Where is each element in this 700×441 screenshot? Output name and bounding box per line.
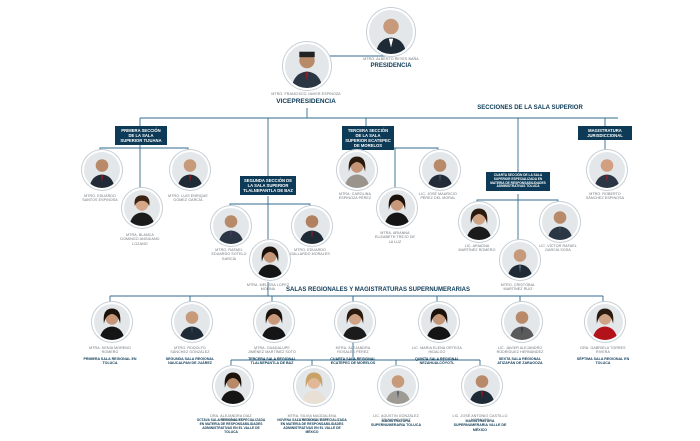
secciones-heading: SECCIONES DE LA SALA SUPERIOR — [477, 105, 583, 111]
member-photo — [172, 302, 212, 342]
member-photo — [337, 150, 377, 190]
sala-name: TERCERA SALA REGIONAL TLALNEPANTLA DE BA… — [248, 357, 296, 366]
member-name: MTRO. RODOLFO SÁNCHEZ GONZÁLEZ — [170, 346, 210, 355]
member-name: LIC. AGUSTIN GONZÁLEZ TRINIDAD CRUZ — [373, 414, 419, 423]
member-photo — [213, 366, 253, 406]
member-name: MTRO. EDUARDO GALLARDO MORALES — [290, 248, 330, 257]
member-name: MTRA. SILVIA MAGDALENA GONZÁLEZ RUIZ — [287, 414, 337, 423]
member-photo — [170, 150, 210, 190]
president-name: MTRO. ALBERTO REYES BAÑA — [363, 57, 419, 61]
member-name: MTRO. RAFAEL EDUARDO SOTELO GARCÍA — [211, 248, 247, 261]
vicepresident-photo — [283, 42, 331, 90]
primera-seccion-box: PRIMERA SECCIÓN DE LA SALA SUPERIOR TIJU… — [115, 126, 167, 145]
member-photo — [459, 202, 499, 242]
member-photo — [82, 150, 122, 190]
member-photo — [378, 366, 418, 406]
member-name: MTRO. LUIS ENRIQUE GÓMEZ GARCÍA — [168, 194, 208, 203]
sala-name: PRIMERA SALA REGIONAL EN TOLUCA — [83, 357, 137, 366]
member-photo — [211, 206, 251, 246]
member-photo — [540, 202, 580, 242]
member-photo — [122, 188, 162, 228]
vicepresident-name: MTRO. FRANCISCO JAVIER ESPINOZA — [271, 92, 341, 96]
member-name: MTRA. ALEJANDRA ROSALES PÉREZ — [335, 346, 371, 355]
member-name: MTRA. MELISSA LOPEZ MOLINA — [246, 283, 290, 292]
member-photo — [254, 302, 294, 342]
member-name: DRA. GABRIELA TORRES RIVERA — [580, 346, 626, 355]
member-name: DRA. ALEJANDRA DIAZ HERNÁNDEZ — [210, 414, 252, 423]
member-name: LIC. ARIADNA MARTÍNEZ ROMERO — [458, 244, 496, 253]
cuarta-seccion-box: CUARTA SECCIÓN DE LA SALA SUPERIOR ESPEC… — [486, 172, 550, 192]
member-photo — [92, 302, 132, 342]
member-photo — [377, 188, 417, 228]
member-photo — [292, 206, 332, 246]
sala-name: MAGISTRATURA SUPERNUMERARIA TOLUCA — [370, 419, 422, 428]
salas-regionales-heading: SALAS REGIONALES Y MAGISTRATURAS SUPERNU… — [285, 287, 471, 293]
member-photo — [294, 366, 334, 406]
member-photo — [585, 302, 625, 342]
sala-name: QUINTA SALA REGIONAL NEZAHUALCÓYOTL — [415, 357, 459, 366]
member-photo — [419, 302, 459, 342]
tercera-seccion-box: TERCERA SECCIÓN DE LA SALA SUPERIOR ECAT… — [342, 126, 394, 150]
sala-name: SEXTA SALA REGIONAL ATIZAPÁN DE ZARAGOZA — [497, 357, 543, 366]
sala-name: SÉPTIMA SALA REGIONAL EN TOLUCA — [576, 357, 630, 366]
member-photo — [250, 240, 290, 280]
member-name: LIC. JOSÉ ANTONIO CASTILLO MORALES — [452, 414, 508, 423]
member-name: MTRA. BLANCA DOMINGO ANGUIANO LOZANO — [120, 233, 160, 246]
magistratura-jurisdiccional-box: MAGISTRATURA JURISDICCIONAL — [578, 126, 632, 140]
segunda-seccion-box: SEGUNDA SECCIÓN DE LA SALA SUPERIOR TLAL… — [240, 176, 296, 195]
presidencia-heading: PRESIDENCIA — [370, 63, 412, 69]
member-name: MTRA. ARIANNA ELIZABETH TREJO DE LA LUZ — [374, 231, 416, 244]
member-name: MTRO. EDUARDO SANTOS ESPINOSA — [82, 194, 118, 203]
member-name: MTRA. KENIA MORENO ROMERO — [89, 346, 131, 355]
member-name: MTRA. GUADALUPE JIMÉNEZ MARTÍNEZ SOTO — [248, 346, 296, 355]
member-name: LIC. MARIA ELENA ORTEGA HIDALGO — [412, 346, 462, 355]
member-name: MTRO. ROBERTO SÁNCHEZ ESPINOSA — [585, 192, 625, 201]
member-name: LIC. VÍCTOR RAFAEL GARCÍA SOSA — [539, 244, 577, 253]
sala-name: CUARTA SALA REGIONAL ECATEPEC DE MORELOS — [330, 357, 376, 366]
member-photo — [587, 150, 627, 190]
member-name: LIC. JOSÉ MAURICIO PÉREZ DEL MORAL — [419, 192, 457, 201]
member-name: LIC. JAVIER ALEJANDRO RODRÍGUEZ HERNÁNDE… — [496, 346, 544, 355]
member-photo — [335, 302, 375, 342]
member-photo — [420, 150, 460, 190]
sala-name: NOVENA SALA REGIONAL ESPECIALIZADA EN MA… — [277, 418, 347, 434]
member-name: MTRA. CAROLINA ESPINOZA PÉREZ — [338, 192, 372, 201]
sala-name: MAGISTRATURA SUPERNUMERARIA VALLE DE MÉX… — [453, 419, 507, 432]
sala-name: SEGUNDA SALA REGIONAL NAUCALPAN DE JUÁRE… — [165, 357, 215, 366]
member-photo — [502, 302, 542, 342]
member-name: MTRO. CRISTÓBAL MARTÍNEZ RUIZ — [500, 283, 536, 292]
vicepresidencia-heading: VICEPRESIDENCIA — [276, 98, 336, 105]
member-photo — [462, 366, 502, 406]
sala-name: OCTAVA SALA REGIONAL ESPECIALIZADA EN MA… — [196, 418, 266, 434]
president-photo — [367, 8, 415, 56]
member-photo — [500, 240, 540, 280]
